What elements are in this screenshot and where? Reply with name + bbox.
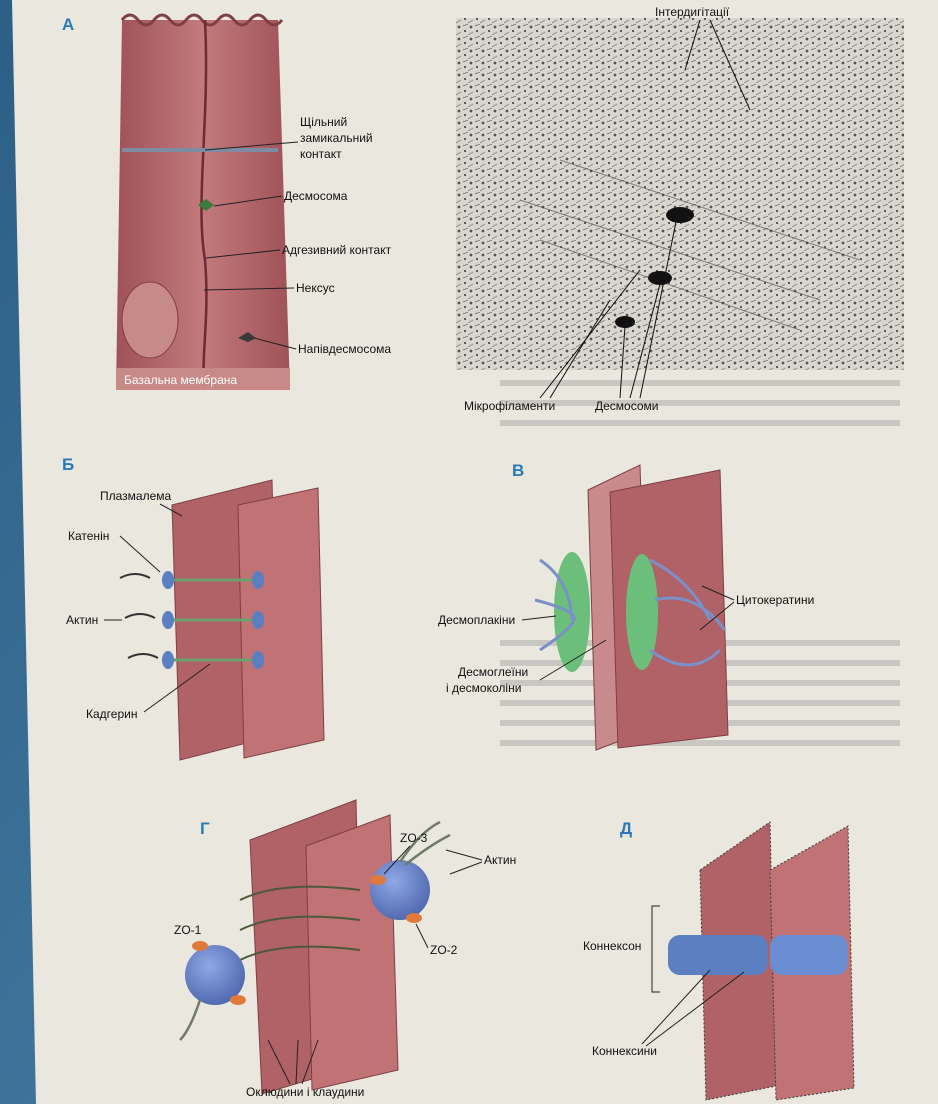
connexon-left: [668, 935, 768, 975]
panel-micrograph: Інтердигітації Мікрофіламенти Десмосоми: [456, 5, 904, 413]
panel-a-letter: А: [62, 15, 74, 34]
g-membrane-right: [306, 815, 398, 1090]
micrograph-image: [456, 18, 904, 370]
panel-g-letter: Г: [200, 819, 210, 838]
desmosome-dot-1: [666, 207, 694, 223]
cadherin-label: Кадгерин: [86, 707, 137, 721]
desmogleins-label-line2: і десмоколіни: [446, 681, 521, 695]
tight-junction-label-line3: контакт: [300, 147, 342, 161]
panel-b-letter: Б: [62, 455, 74, 474]
microfilaments-label: Мікрофіламенти: [464, 399, 555, 413]
connexins-label: Коннексини: [592, 1044, 657, 1058]
tight-junction-label-line2: замикальний: [300, 131, 373, 145]
zo3-cap: [370, 875, 386, 885]
adherens-label: Адгезивний контакт: [282, 243, 392, 257]
catenin-label: Катенін: [68, 529, 109, 543]
b-membrane-right: [238, 488, 324, 758]
desmosomes-label: Десмосоми: [595, 399, 659, 413]
nucleus: [122, 282, 178, 358]
cytokeratins-label: Цитокератини: [736, 593, 814, 607]
tight-junction-label-line1: Щільний: [300, 115, 347, 129]
interdigitations-label: Інтердигітації: [655, 5, 730, 19]
desmosome-label: Десмосома: [284, 189, 348, 203]
zo1-cap-a: [192, 941, 208, 951]
desmoplakins-label: Десмоплакіни: [438, 613, 515, 627]
plasmalemma-label: Плазмалема: [100, 489, 172, 503]
occludins-label: Оклюдини і клаудини: [246, 1085, 364, 1099]
zo3-ball: [370, 860, 430, 920]
connexon-right: [770, 935, 848, 975]
nexus-label: Нексус: [296, 281, 335, 295]
actin-label-b: Актин: [66, 613, 98, 627]
connexon-label: Коннексон: [583, 939, 641, 953]
basal-membrane-label: Базальна мембрана: [124, 373, 237, 387]
panel-d-letter: Д: [620, 819, 632, 838]
zo2-label: ZO-2: [430, 943, 458, 957]
zo2-cap: [406, 913, 422, 923]
panel-v-letter: В: [512, 461, 524, 480]
hemidesmosome-label: Напівдесмосома: [298, 342, 391, 356]
zo1-label: ZO-1: [174, 923, 202, 937]
desmogleins-label-line1: Десмоглеїни: [458, 665, 528, 679]
desmosome-dot-2: [648, 271, 672, 285]
zo1-cap-b: [230, 995, 246, 1005]
actin-label-g: Актин: [484, 853, 516, 867]
zo3-label: ZO-3: [400, 831, 428, 845]
